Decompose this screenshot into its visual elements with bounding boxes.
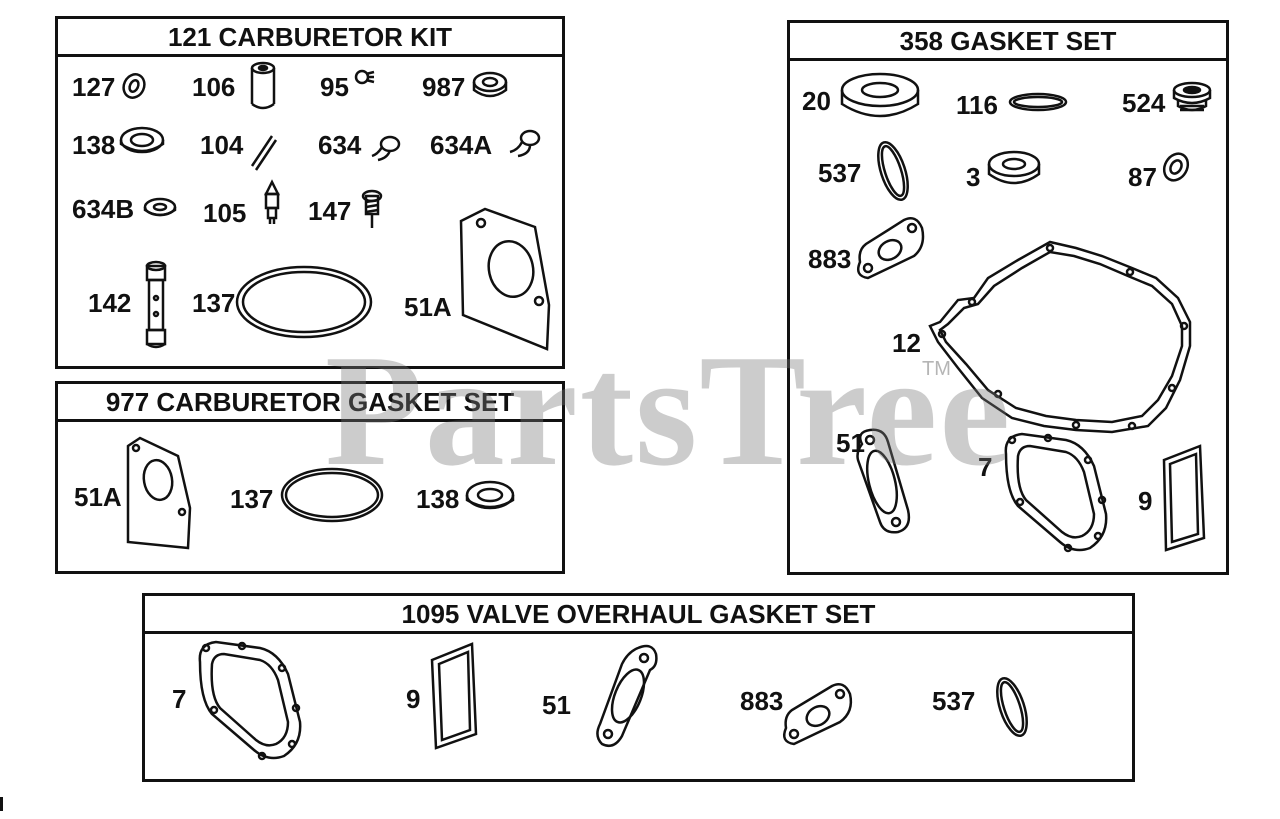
- trademark-mark: TM: [922, 358, 951, 380]
- cover-gasket-part-9: [1162, 444, 1206, 552]
- pin-part-104: [250, 135, 278, 171]
- seal-part-987: [472, 71, 508, 98]
- label-95: 95: [320, 72, 349, 102]
- panel-title: 1095 VALVE OVERHAUL GASKET SET: [145, 596, 1132, 634]
- label-524: 524: [1122, 88, 1166, 118]
- label-127: 127: [72, 72, 116, 102]
- label-137: 137: [192, 288, 236, 318]
- tube-part-142: [145, 260, 167, 349]
- label-105: 105: [203, 198, 247, 228]
- flange-gasket-part-883: [857, 217, 925, 280]
- label-104: 104: [200, 130, 244, 160]
- seal-part-138: [465, 480, 515, 510]
- panel-title: 358 GASKET SET: [790, 23, 1226, 61]
- label-51a: 51A: [74, 482, 122, 512]
- panel-gasket-set: 358 GASKET SET: [787, 20, 1229, 575]
- panel-carburetor-gasket-set: 977 CARBURETOR GASKET SET: [55, 381, 565, 574]
- seal-part-138: [119, 126, 165, 154]
- label-7: 7: [978, 452, 993, 482]
- label-7: 7: [172, 684, 187, 714]
- washer-part-87: [1162, 152, 1190, 182]
- oring-part-137: [280, 467, 384, 523]
- label-537: 537: [818, 158, 862, 188]
- oring-part-116: [1008, 92, 1068, 112]
- washer-part-127: [122, 73, 146, 99]
- label-3: 3: [966, 162, 981, 192]
- cap-part-524: [1172, 81, 1212, 112]
- screw-part-95: [354, 69, 375, 85]
- label-138: 138: [416, 484, 460, 514]
- head-gasket-part-7: [1004, 432, 1108, 553]
- label-147: 147: [308, 196, 352, 226]
- cover-gasket-part-9: [430, 642, 478, 750]
- label-137: 137: [230, 484, 274, 514]
- crankcase-gasket-part-12: [928, 240, 1192, 434]
- label-12: 12: [892, 328, 921, 358]
- panel-carburetor-kit: 121 CARBURETOR KIT: [55, 16, 565, 369]
- needle-part-105: [263, 179, 281, 224]
- label-116: 116: [956, 90, 998, 120]
- seal-part-3: [987, 150, 1041, 185]
- screw-part-147: [361, 189, 383, 228]
- label-634a: 634A: [430, 130, 493, 160]
- label-9: 9: [406, 684, 421, 714]
- oring-part-537: [996, 676, 1028, 738]
- washer-part-634b: [143, 197, 177, 217]
- label-51a: 51A: [404, 292, 452, 322]
- label-87: 87: [1128, 162, 1157, 192]
- gasket-plate-part-51a: [459, 207, 551, 351]
- label-51: 51: [542, 690, 571, 720]
- edge-mark: [0, 797, 3, 811]
- panel-valve-overhaul-gasket-set: 1095 VALVE OVERHAUL GASKET SET: [142, 593, 1135, 782]
- spring-part-634a: [509, 129, 541, 158]
- label-883: 883: [808, 244, 852, 274]
- label-142: 142: [88, 288, 132, 318]
- label-987: 987: [422, 72, 466, 102]
- panel-title: 977 CARBURETOR GASKET SET: [58, 384, 562, 422]
- label-138: 138: [72, 130, 116, 160]
- gasket-plate-part-51a: [126, 436, 192, 550]
- head-gasket-part-7: [198, 640, 302, 761]
- spring-part-634: [371, 135, 401, 162]
- label-634: 634: [318, 130, 362, 160]
- label-634b: 634B: [72, 194, 135, 224]
- intake-gasket-part-51: [596, 644, 658, 747]
- label-883: 883: [740, 686, 784, 716]
- oring-part-537: [877, 140, 909, 202]
- intake-gasket-part-51: [856, 428, 911, 534]
- label-537: 537: [932, 686, 976, 716]
- jet-part-106: [250, 61, 276, 110]
- panel-title: 121 CARBURETOR KIT: [58, 19, 562, 57]
- label-9: 9: [1138, 486, 1153, 516]
- flange-gasket-part-883: [783, 683, 853, 746]
- watermark-text: PartsTree: [325, 321, 1013, 499]
- label-20: 20: [802, 86, 831, 116]
- seal-part-20: [840, 72, 920, 118]
- label-106: 106: [192, 72, 236, 102]
- oring-part-137: [235, 265, 373, 339]
